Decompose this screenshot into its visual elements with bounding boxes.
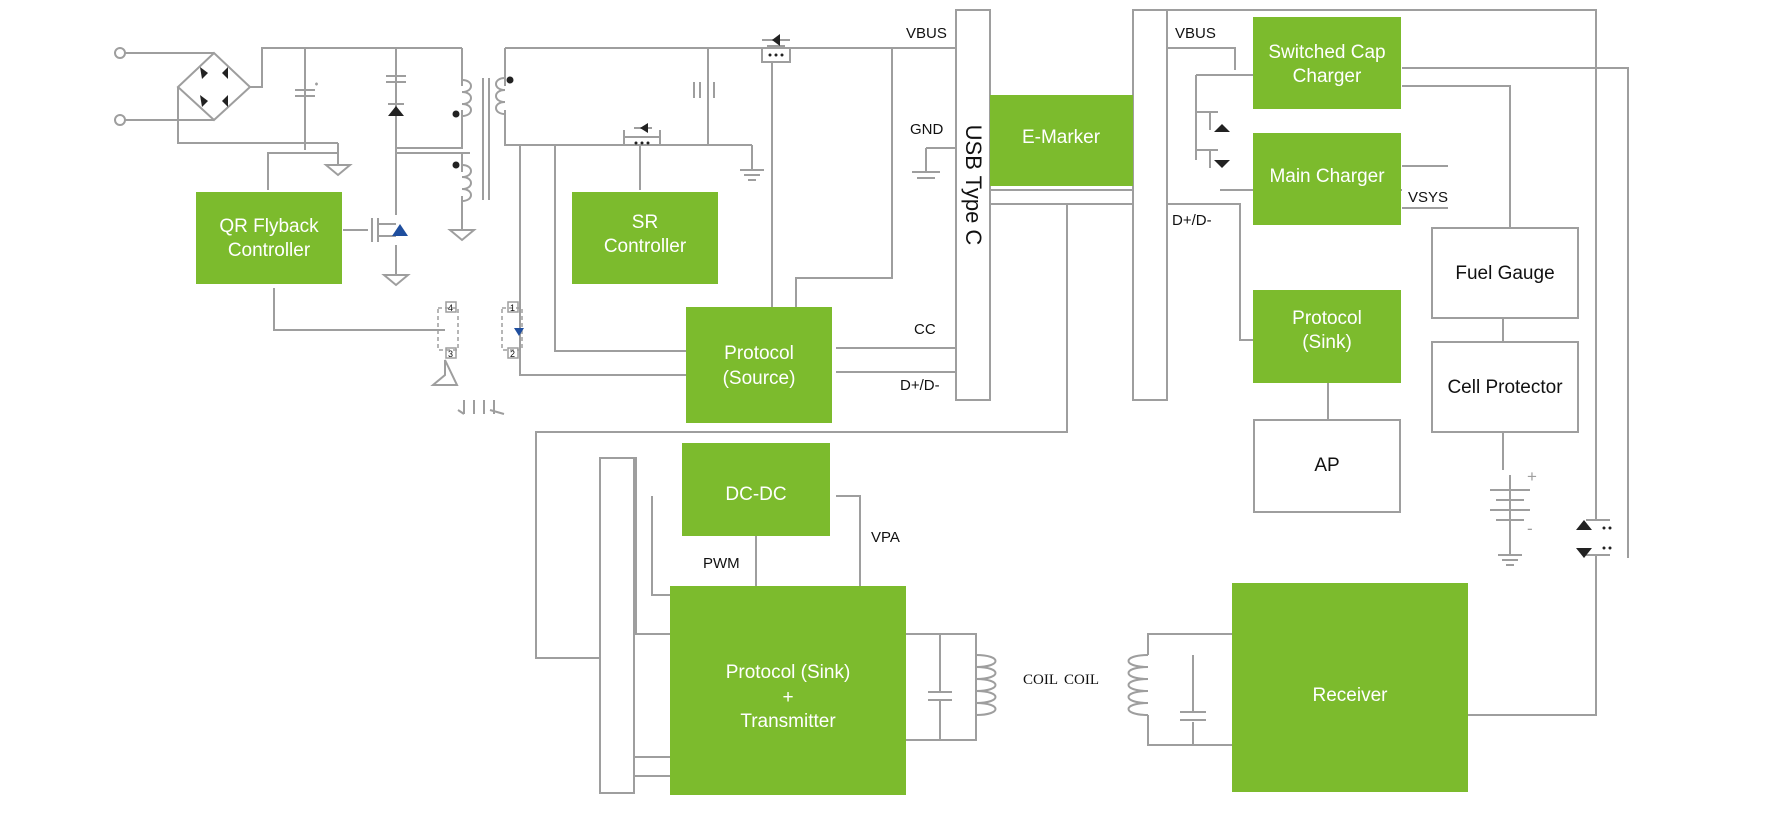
- protocol-sink-label-line2: (Sink): [1302, 332, 1352, 353]
- protocol-sink-label-line1: Protocol: [1292, 308, 1362, 329]
- usb-type-c-label: USB Type C: [961, 125, 986, 246]
- transmitter-connector: [599, 457, 635, 794]
- dc-dc-label: DC-DC: [725, 484, 786, 505]
- dpdm-label-right: D+/D-: [1172, 212, 1212, 229]
- cell-protector-label: Cell Protector: [1447, 377, 1563, 398]
- qr-flyback-label-line2: Controller: [228, 240, 311, 261]
- battery-minus-label: -: [1527, 519, 1533, 538]
- transmitter-label-line2: +: [782, 687, 793, 708]
- receiver-label: Receiver: [1313, 685, 1389, 706]
- device-usb-connector: [1132, 9, 1168, 401]
- protocol-source-block: Protocol (Source): [686, 307, 832, 423]
- ap-block: AP: [1253, 419, 1401, 513]
- dpdm-label-left: D+/D-: [900, 377, 940, 394]
- e-marker-label: E-Marker: [1022, 127, 1101, 148]
- sr-controller-label-line1: SR: [632, 212, 658, 233]
- gnd-label: GND: [910, 121, 944, 138]
- cell-protector-block: Cell Protector: [1431, 341, 1579, 433]
- sr-controller-block: SR Controller: [572, 192, 718, 284]
- vpa-label: VPA: [871, 529, 900, 546]
- e-marker-block: E-Marker: [990, 95, 1133, 186]
- receiver-block: Receiver: [1232, 583, 1468, 792]
- switched-cap-label-line2: Charger: [1293, 66, 1362, 87]
- fuel-gauge-label: Fuel Gauge: [1455, 263, 1554, 284]
- protocol-source-label-line2: (Source): [723, 368, 796, 389]
- switched-cap-charger-block: Switched Cap Charger: [1253, 17, 1401, 109]
- opto-pin-1: 1: [510, 303, 515, 313]
- cc-label: CC: [914, 321, 936, 338]
- qr-flyback-controller-block: QR Flyback Controller: [196, 192, 342, 284]
- opto-pin-3: 3: [448, 349, 453, 359]
- transmitter-label-line1: Protocol (Sink): [726, 662, 851, 683]
- fuel-gauge-block: Fuel Gauge: [1431, 227, 1579, 319]
- usb-type-c-connector: [955, 9, 991, 401]
- transmitter-label-line3: Transmitter: [740, 711, 836, 732]
- dc-dc-block: DC-DC: [682, 443, 830, 536]
- vbus-label-right: VBUS: [1175, 25, 1216, 42]
- battery-plus-label: +: [1527, 467, 1537, 486]
- protocol-sink-block: Protocol (Sink): [1253, 290, 1401, 383]
- transmitter-block: Protocol (Sink) + Transmitter: [670, 586, 906, 795]
- coil-label-right: COIL: [1064, 672, 1099, 688]
- sr-controller-label-line2: Controller: [604, 236, 687, 257]
- coil-label-left: COIL: [1023, 672, 1058, 688]
- opto-pin-4: 4: [448, 303, 453, 313]
- schematic-symbols: [200, 34, 1612, 721]
- main-charger-label: Main Charger: [1269, 166, 1385, 187]
- main-charger-block: Main Charger: [1253, 133, 1401, 225]
- vbus-label-left: VBUS: [906, 25, 947, 42]
- switched-cap-label-line1: Switched Cap: [1268, 42, 1385, 63]
- ap-label: AP: [1314, 455, 1339, 476]
- pwm-label: PWM: [703, 555, 740, 572]
- protocol-source-label-line1: Protocol: [724, 343, 794, 364]
- qr-flyback-label-line1: QR Flyback: [219, 216, 319, 237]
- vsys-label: VSYS: [1408, 189, 1448, 206]
- opto-pin-2: 2: [510, 349, 515, 359]
